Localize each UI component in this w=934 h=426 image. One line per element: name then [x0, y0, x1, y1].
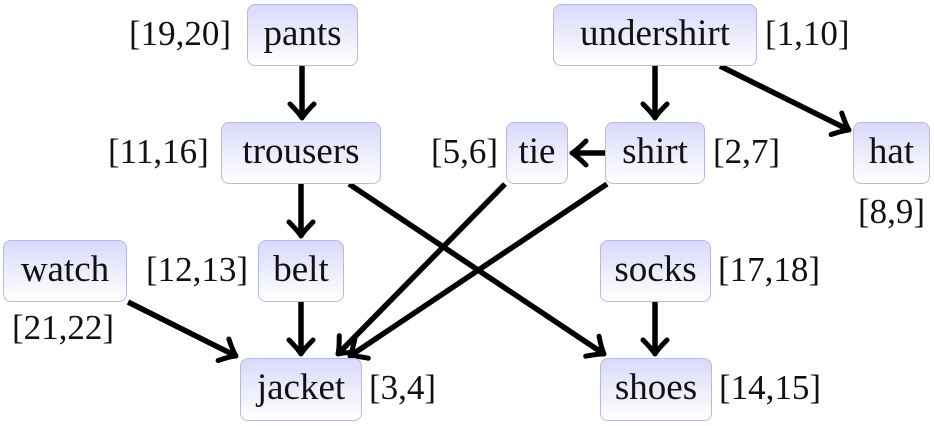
node-jacket[interactable]: jacket: [240, 358, 362, 421]
node-label: undershirt: [579, 12, 731, 54]
edge-undershirt-to-hat: [718, 63, 852, 138]
arrowhead-icon: [640, 101, 670, 121]
edge-pants-to-trousers: [287, 66, 317, 121]
edge-line: [126, 299, 235, 358]
edge-line: [338, 182, 507, 354]
node-undershirt[interactable]: undershirt: [553, 4, 757, 66]
times-label-tie: [5,6]: [431, 132, 499, 171]
node-label: shoes: [614, 367, 698, 408]
node-watch[interactable]: watch: [3, 240, 127, 302]
node-label: trousers: [242, 130, 360, 172]
node-socks[interactable]: socks: [600, 240, 711, 302]
edge-trousers-to-belt: [286, 184, 316, 239]
arrowhead-icon: [215, 336, 239, 363]
node-label: jacket: [256, 367, 346, 408]
times-label-undershirt: [1,10]: [765, 14, 850, 53]
arrowhead-icon: [569, 138, 589, 168]
node-label: pants: [263, 12, 342, 54]
edge-shirt-to-jacket: [347, 181, 609, 361]
node-label: tie: [518, 130, 556, 172]
times-label-pants: [19,20]: [129, 14, 232, 53]
edge-socks-to-shoes: [640, 302, 670, 357]
arrowhead-icon: [828, 110, 852, 138]
edge-belt-to-jacket: [286, 302, 316, 357]
edge-undershirt-to-shirt: [640, 66, 670, 121]
arrowhead-icon: [286, 219, 316, 239]
times-label-socks: [17,18]: [718, 250, 821, 289]
edge-shirt-to-tie: [569, 138, 605, 168]
arrowhead-icon: [347, 335, 371, 361]
times-label-shoes: [14,15]: [719, 368, 822, 407]
node-label: socks: [614, 248, 697, 290]
times-label-hat: [8,9]: [858, 192, 926, 231]
node-hat[interactable]: hat: [853, 122, 930, 184]
node-trousers[interactable]: trousers: [221, 122, 381, 184]
times-label-belt: [12,13]: [146, 250, 249, 289]
times-label-watch: [21,22]: [12, 308, 115, 347]
node-shoes[interactable]: shoes: [600, 358, 712, 421]
arrowhead-icon: [286, 337, 316, 357]
times-label-jacket: [3,4]: [369, 368, 437, 407]
node-label: shirt: [622, 130, 688, 172]
node-belt[interactable]: belt: [258, 240, 344, 302]
node-label: watch: [20, 248, 110, 290]
times-label-trousers: [11,16]: [108, 132, 209, 171]
arrowhead-icon: [287, 101, 317, 121]
arrowhead-icon: [583, 333, 607, 359]
edge-trousers-to-shoes: [347, 181, 607, 359]
arrowhead-icon: [640, 337, 670, 357]
node-shirt[interactable]: shirt: [605, 122, 705, 184]
edge-line: [718, 63, 848, 132]
node-tie[interactable]: tie: [506, 122, 568, 184]
node-label: hat: [868, 130, 915, 172]
node-pants[interactable]: pants: [247, 4, 358, 66]
edge-line: [347, 181, 604, 355]
edge-line: [350, 181, 609, 357]
edge-watch-to-jacket: [126, 299, 239, 363]
times-label-shirt: [2,7]: [713, 132, 781, 171]
node-label: belt: [273, 248, 329, 290]
